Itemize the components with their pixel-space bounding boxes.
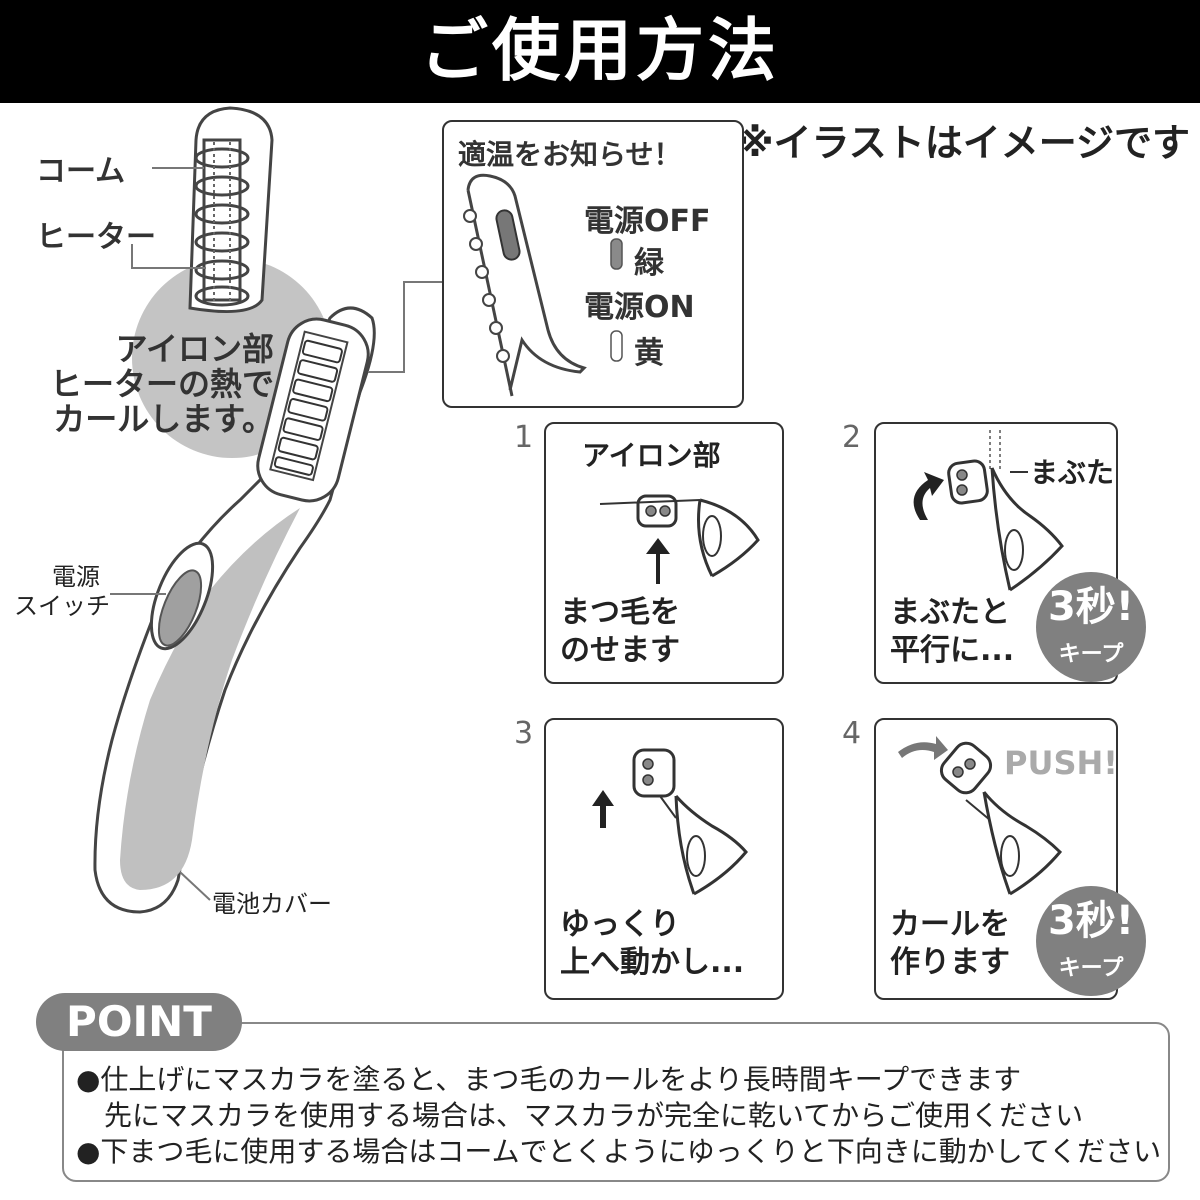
lamp-on-swatch [610,330,623,362]
step-3-text-line-2: 上へ動かし... [560,945,745,980]
step-2-text-line-2: 平行に... [890,633,1015,668]
step-4-text-line-1: カールを [890,907,1010,942]
step-1-text-line-1: まつ毛を [560,595,680,630]
step-4-badge-keep: キープ [1058,956,1124,981]
iron-description: アイロン部 ヒーターの熱で カールします。 [30,332,274,437]
battery-leader [179,871,211,901]
battery-cover-label: 電池カバー [212,890,332,918]
step-3-number: 3 [514,716,534,751]
indicator-heading: 適温をお知らせ！ [458,138,682,171]
power-off-label: 電源OFF [584,204,711,239]
step-2-keep-badge: 3秒! キープ [1036,572,1146,682]
heater-label: ヒーター [36,220,156,255]
indicator-lamp-shape [495,209,521,261]
step-4-number: 4 [842,716,862,751]
power-switch-label-2: スイッチ [14,592,110,620]
step-2-text: まぶたと 平行に... [890,594,1014,670]
step-2-text-line-1: まぶたと [890,595,1010,630]
page-title: ご使用方法 [419,12,780,91]
step-1-text: まつ毛を のせます [560,594,680,670]
iron-desc-line-1: アイロン部 [115,330,274,368]
step-4-push-label: PUSH! [1004,744,1118,782]
point-line-1: ●仕上げにマスカラを塗ると、まつ毛のカールをより長時間キープできます [76,1063,1022,1096]
step-1-top-label: アイロン部 [582,439,721,472]
iron-desc-line-3: カールします。 [53,400,274,438]
illustration-note: ※イラストはイメージです [736,121,1190,165]
power-on-color: 黄 [634,336,664,371]
step-4-text: カールを 作ります [890,906,1010,982]
step-3-text: ゆっくり 上へ動かし... [560,906,744,982]
step-3-text-line-1: ゆっくり [560,907,680,942]
lamp-off-swatch [610,238,623,270]
heater-leader [131,244,206,269]
point-box [62,1022,1170,1182]
step-1-number: 1 [514,420,534,455]
step-2-badge-seconds: 3秒! [1047,584,1135,630]
step-4-text-line-2: 作ります [890,945,1010,980]
step-2-top-label: まぶた [1030,456,1115,489]
power-on-label: 電源ON [584,290,695,325]
point-tab [36,993,242,1051]
comb-label: コーム [36,154,126,189]
step-2-number: 2 [842,420,862,455]
power-off-color: 緑 [634,246,664,281]
grip-area [120,508,300,890]
title-bar [0,0,1200,103]
iron-desc-line-2: ヒーターの熱で [49,365,274,403]
step-4-keep-badge: 3秒! キープ [1036,886,1146,996]
power-switch-label-1: 電源 [52,563,100,591]
step-4-badge-seconds: 3秒! [1047,898,1135,944]
point-line-3: ●下まつ毛に使用する場合はコームでとくようにゆっくりと下向きに動かしてください [76,1135,1162,1168]
point-line-2: 先にマスカラを使用する場合は、マスカラが完全に乾いてからご使用ください [104,1099,1084,1132]
indicator-leader [368,281,442,373]
indicator-box [442,120,744,408]
step-1-text-line-2: のせます [560,633,680,668]
step-2-badge-keep: キープ [1058,642,1124,667]
point-label: POINT [66,997,212,1046]
